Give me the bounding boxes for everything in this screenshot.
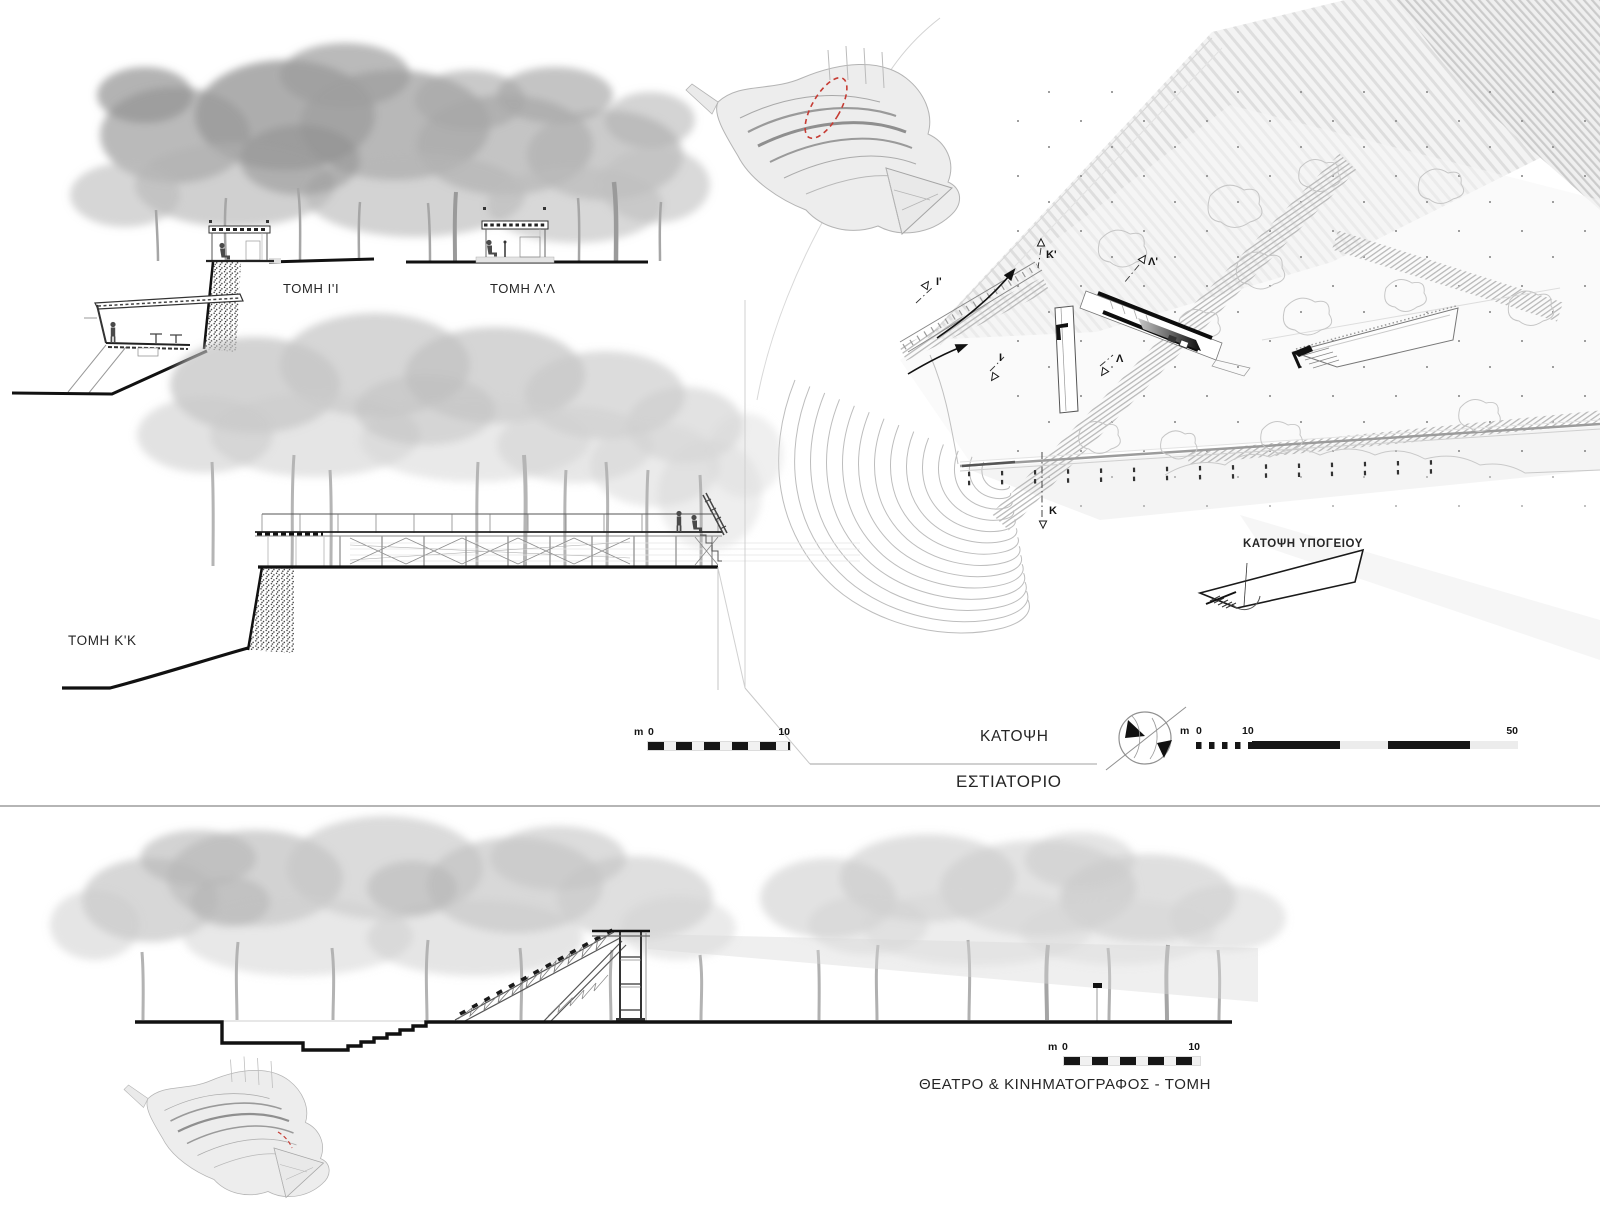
scalebar-unit: m [634,726,644,738]
key-plan-bottom [122,1055,331,1199]
theater-section-drawing [50,816,1286,1052]
plan-building-right [1291,305,1459,369]
label-plan: ΚΑΤΟΨΗ [980,728,1049,745]
scalebar-max: 50 [1506,725,1518,737]
section-markers [915,238,1149,529]
label-section-ll: ΤΟΜΗ Λ'Λ [490,281,556,296]
scalebar-bar [647,741,791,751]
tree-trunks [154,181,663,262]
label-section-ii: ΤΟΜΗ Ι'Ι [283,281,340,296]
key-plan-top [684,44,962,236]
deck-truss [349,537,631,565]
tree-trunks [210,454,703,567]
plan-walkway [899,261,1043,375]
scalebar-theater: m 0 10 [1048,1041,1201,1066]
ground-line [135,1020,1232,1052]
basement-plan-outline [1197,548,1365,611]
plan-marker-i: Ι [999,352,1003,364]
scalebar-zero: 0 [648,726,654,738]
scalebar-zero: 0 [1196,725,1202,737]
label-section-kk: ΤΟΜΗ Κ'Κ [68,633,137,648]
site-highlight-red [804,76,848,140]
tree-canopy [50,816,1286,976]
scalebar-max: 10 [778,726,790,738]
plan-marker-l-prime: Λ' [1148,256,1158,268]
plan-building-restaurant [1079,290,1251,377]
section-kk-drawing [62,300,860,765]
plan-marker-l: Λ [1116,353,1124,365]
sections-top-left [11,43,710,396]
plan-marker-k-prime: Κ' [1046,249,1057,261]
scalebar-mid: 10 [1242,725,1254,737]
plan-marker-i-prime: Ι' [936,276,942,288]
scalebar-plan: m 0 10 50 [1180,726,1518,749]
north-arrow-icon [1105,706,1187,771]
stair-tower [454,926,650,1023]
tree-canopy [70,43,710,243]
site-plan [756,0,1600,660]
plan-building-vertical [1054,305,1079,414]
tree-trunks [140,939,1222,1021]
label-restaurant: ΕΣΤΙΑΤΟΡΙΟ [956,772,1062,791]
projection-beam [648,934,1258,1002]
section-ii-drawing [11,220,375,396]
scalebar-max: 10 [1188,1041,1200,1053]
scalebar-zero: 0 [1062,1041,1068,1053]
label-basement-plan: ΚΑΤΟΨΗ ΥΠΟΓΕΙΟΥ [1243,538,1364,550]
scalebar-bar [1196,741,1518,749]
platform-edge [929,287,1600,486]
scalebar-unit: m [1048,1041,1058,1053]
scalebar-sections: m 0 10 [634,726,791,751]
scalebar-unit: m [1180,725,1190,737]
plan-marker-k: Κ [1049,505,1057,517]
scalebar-bar [1063,1056,1201,1066]
label-theater-section: ΘΕΑΤΡΟ & ΚΙΝΗΜΑΤΟΓΡΑΦΟΣ - ΤΟΜΗ [918,1076,1212,1093]
section-ll-drawing [406,207,648,264]
